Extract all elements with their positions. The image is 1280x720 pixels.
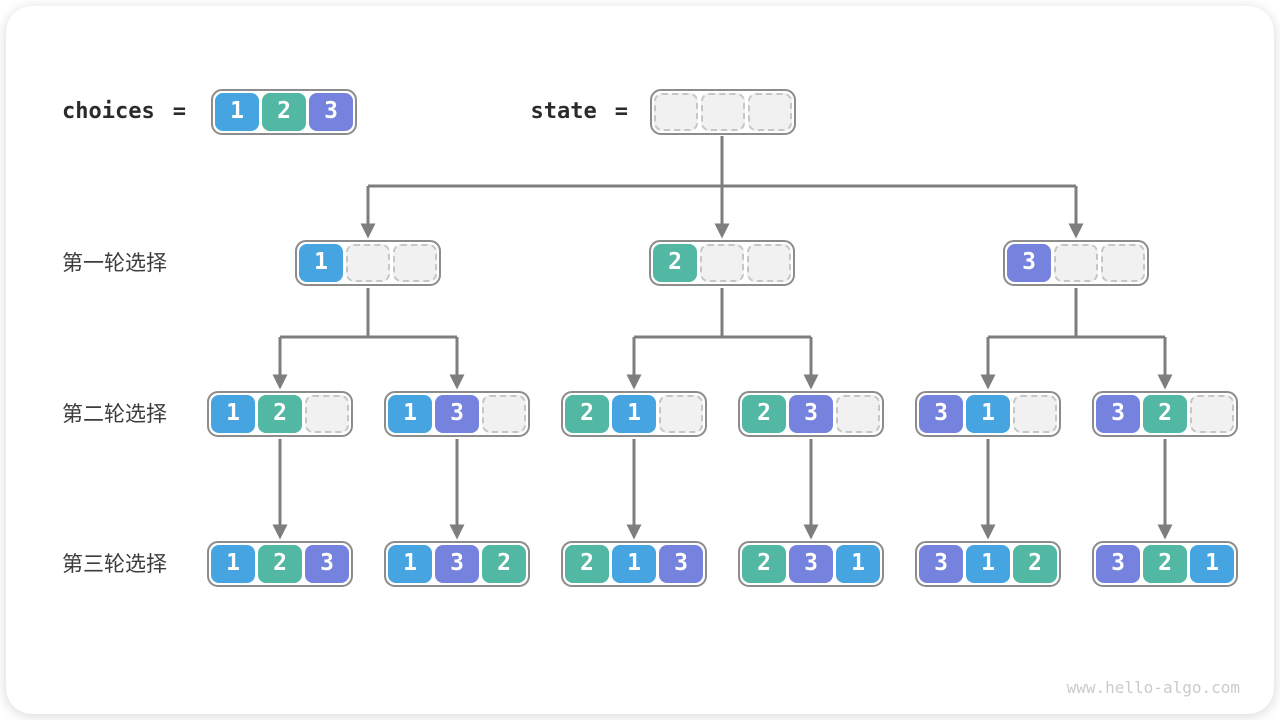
value-cell-1: 1: [612, 545, 656, 583]
value-cell-2: 2: [1143, 545, 1187, 583]
value-cell-1: 1: [211, 545, 255, 583]
value-cell-3: 3: [919, 395, 963, 433]
round-3-label: 第三轮选择: [62, 552, 167, 576]
value-cell-2: 2: [482, 545, 526, 583]
value-cell-3: 3: [1096, 395, 1140, 433]
value-cell-2: 2: [565, 395, 609, 433]
value-cell-1: 1: [836, 545, 880, 583]
diagram-card: [6, 6, 1274, 714]
choices-label: choices =: [0, 89, 186, 135]
value-cell-3: 3: [659, 545, 703, 583]
value-cell-2: 2: [258, 395, 302, 433]
empty-cell: [1054, 244, 1098, 282]
value-cell-2: 2: [653, 244, 697, 282]
watermark: www.hello-algo.com: [1066, 678, 1240, 697]
value-cell-1: 1: [966, 395, 1010, 433]
state-node-r1-2: 2: [649, 240, 795, 286]
value-cell-2: 2: [565, 545, 609, 583]
choices-equals-sign: =: [172, 99, 186, 124]
value-cell-1: 1: [299, 244, 343, 282]
empty-cell: [747, 244, 791, 282]
empty-cell: [393, 244, 437, 282]
value-cell-2: 2: [742, 395, 786, 433]
value-cell-1: 1: [388, 545, 432, 583]
value-cell-1: 1: [388, 395, 432, 433]
value-cell-1: 1: [215, 93, 259, 131]
state-node-r1-1: 1: [295, 240, 441, 286]
empty-cell: [346, 244, 390, 282]
value-cell-2: 2: [742, 545, 786, 583]
empty-cell: [700, 244, 744, 282]
round-1-label: 第一轮选择: [62, 251, 167, 275]
value-cell-2: 2: [1013, 545, 1057, 583]
state-node-r1-3: 3: [1003, 240, 1149, 286]
empty-cell: [748, 93, 792, 131]
empty-cell: [1101, 244, 1145, 282]
empty-cell: [1190, 395, 1234, 433]
value-cell-1: 1: [1190, 545, 1234, 583]
value-cell-3: 3: [435, 395, 479, 433]
value-cell-2: 2: [1143, 395, 1187, 433]
choices-label-text: choices: [62, 99, 155, 124]
empty-cell: [482, 395, 526, 433]
empty-cell: [654, 93, 698, 131]
value-cell-3: 3: [1096, 545, 1140, 583]
value-cell-3: 3: [435, 545, 479, 583]
state-label-text: state: [530, 99, 597, 124]
value-cell-3: 3: [789, 395, 833, 433]
value-cell-3: 3: [919, 545, 963, 583]
value-cell-2: 2: [258, 545, 302, 583]
value-cell-2: 2: [262, 93, 306, 131]
state-array: [650, 89, 796, 135]
round-2-label: 第二轮选择: [62, 402, 167, 426]
value-cell-1: 1: [211, 395, 255, 433]
value-cell-3: 3: [309, 93, 353, 131]
empty-cell: [305, 395, 349, 433]
value-cell-3: 3: [1007, 244, 1051, 282]
empty-cell: [659, 395, 703, 433]
value-cell-3: 3: [305, 545, 349, 583]
state-equals-sign: =: [614, 99, 628, 124]
state-label: state =: [420, 89, 628, 135]
value-cell-3: 3: [789, 545, 833, 583]
empty-cell: [1013, 395, 1057, 433]
empty-cell: [836, 395, 880, 433]
empty-cell: [701, 93, 745, 131]
value-cell-1: 1: [612, 395, 656, 433]
value-cell-1: 1: [966, 545, 1010, 583]
